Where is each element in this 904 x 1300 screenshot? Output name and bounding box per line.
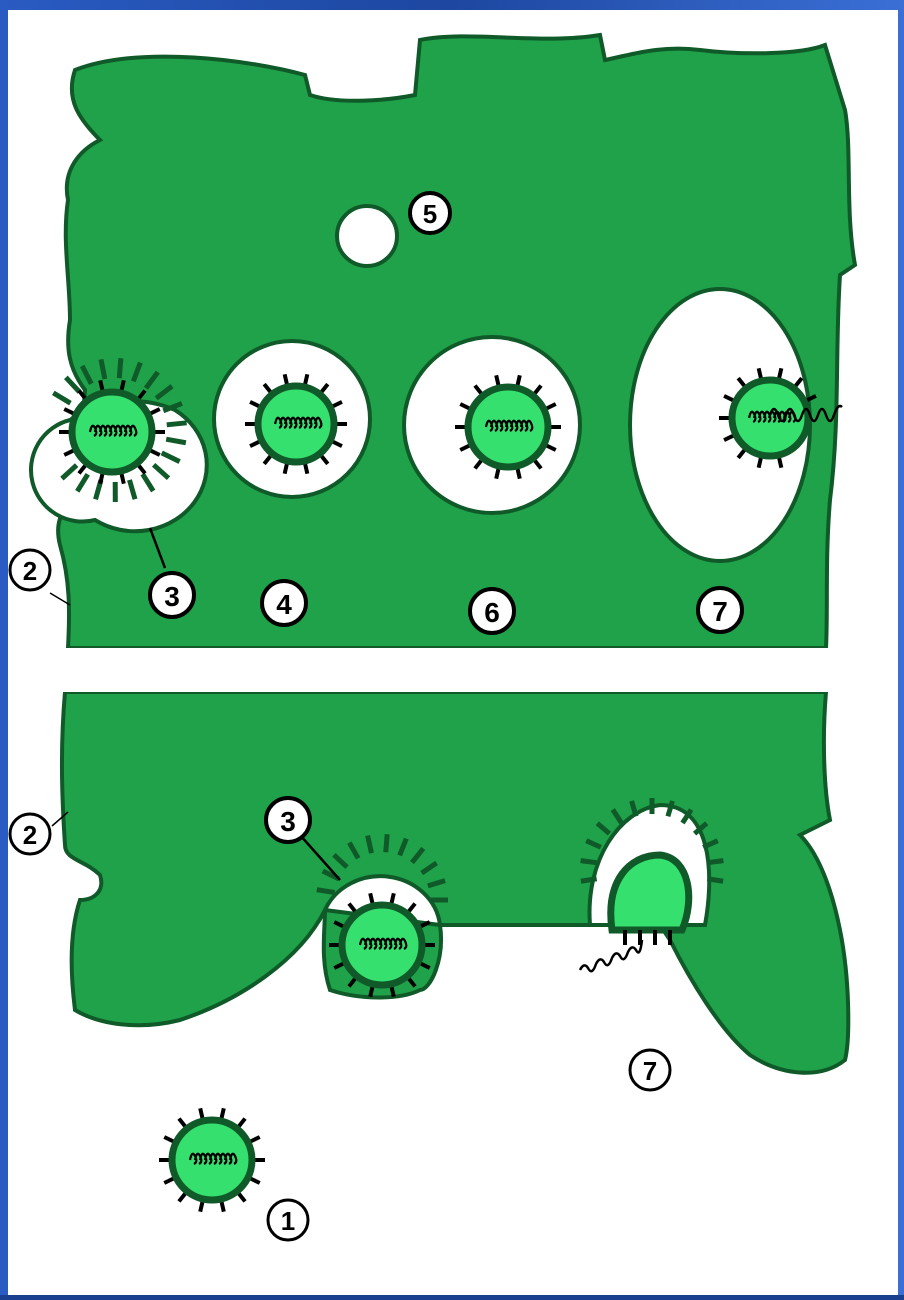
svg-text:2: 2 xyxy=(23,556,37,586)
empty-vesicle-5 xyxy=(337,206,397,266)
clathrin-triskelion xyxy=(708,861,724,863)
svg-text:3: 3 xyxy=(280,806,296,837)
svg-text:1: 1 xyxy=(281,1206,295,1236)
clathrin-triskelion xyxy=(707,879,723,882)
label-6: 6 xyxy=(470,589,514,633)
label-2-bottom: 2 xyxy=(10,814,50,854)
label-7-top: 7 xyxy=(698,588,742,632)
label-3-bottom: 3 xyxy=(266,798,310,842)
label-7-bottom: 7 xyxy=(630,1050,670,1090)
label-3-top: 3 xyxy=(150,573,194,617)
svg-text:7: 7 xyxy=(643,1056,657,1086)
label-5: 5 xyxy=(410,193,450,233)
clathrin-triskelion xyxy=(581,861,597,863)
svg-text:5: 5 xyxy=(423,199,437,229)
virion-fusing-bottom xyxy=(611,855,689,945)
label-1: 1 xyxy=(268,1200,308,1240)
svg-text:3: 3 xyxy=(164,581,180,612)
clathrin-triskelion xyxy=(119,358,121,378)
clathrin-triskelion xyxy=(167,423,187,425)
svg-text:4: 4 xyxy=(276,589,292,620)
clathrin-triskelion xyxy=(317,890,335,893)
svg-text:7: 7 xyxy=(712,596,728,627)
svg-text:2: 2 xyxy=(23,820,37,850)
clathrin-triskelion xyxy=(166,439,186,443)
cell-section-gap xyxy=(62,648,832,692)
clathrin-triskelion xyxy=(386,834,387,852)
clathrin-triskelion xyxy=(581,879,597,882)
label-4: 4 xyxy=(262,581,306,625)
label-2-top: 2 xyxy=(10,550,50,590)
svg-text:6: 6 xyxy=(484,597,500,628)
